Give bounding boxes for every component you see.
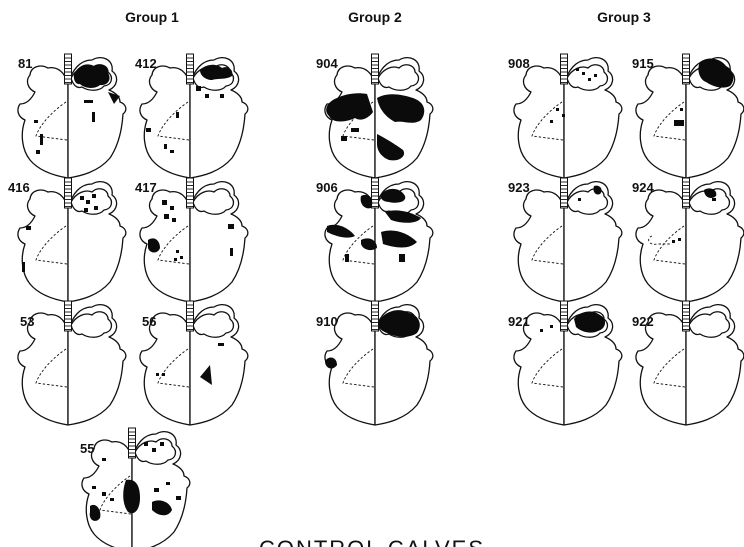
calf-921-lungs (514, 301, 622, 425)
group-title-3: Group 3 (597, 9, 651, 25)
calf-55-lungs (82, 428, 190, 547)
group-title-2: Group 2 (348, 9, 402, 25)
calf-id-904: 904 (316, 56, 338, 71)
calf-915-lungs (636, 54, 744, 178)
calf-id-910: 910 (316, 314, 338, 329)
calf-904-lungs (325, 54, 433, 178)
calf-id-53: 53 (20, 314, 34, 329)
calf-id-412: 412 (135, 56, 157, 71)
calf-923-lungs (514, 178, 622, 302)
calf-id-81: 81 (18, 56, 32, 71)
calf-id-55: 55 (80, 441, 94, 456)
calf-id-921: 921 (508, 314, 530, 329)
calf-416-lungs (18, 178, 126, 302)
calf-412-lungs (140, 54, 248, 178)
group-title-1: Group 1 (125, 9, 179, 25)
calf-id-416: 416 (8, 180, 30, 195)
calf-id-56: 56 (142, 314, 156, 329)
calf-id-915: 915 (632, 56, 654, 71)
calf-417-lungs (140, 178, 248, 302)
calf-id-922: 922 (632, 314, 654, 329)
calf-81-lungs (18, 54, 126, 178)
calf-id-417: 417 (135, 180, 157, 195)
calf-id-906: 906 (316, 180, 338, 195)
calf-924-lungs (636, 178, 744, 302)
calf-906-lungs (325, 178, 433, 302)
calf-908-lungs (514, 54, 622, 178)
figure-caption: CONTROL CALVES (259, 536, 485, 547)
calf-id-908: 908 (508, 56, 530, 71)
calf-id-924: 924 (632, 180, 654, 195)
calf-id-923: 923 (508, 180, 530, 195)
calf-910-lungs (325, 301, 433, 425)
